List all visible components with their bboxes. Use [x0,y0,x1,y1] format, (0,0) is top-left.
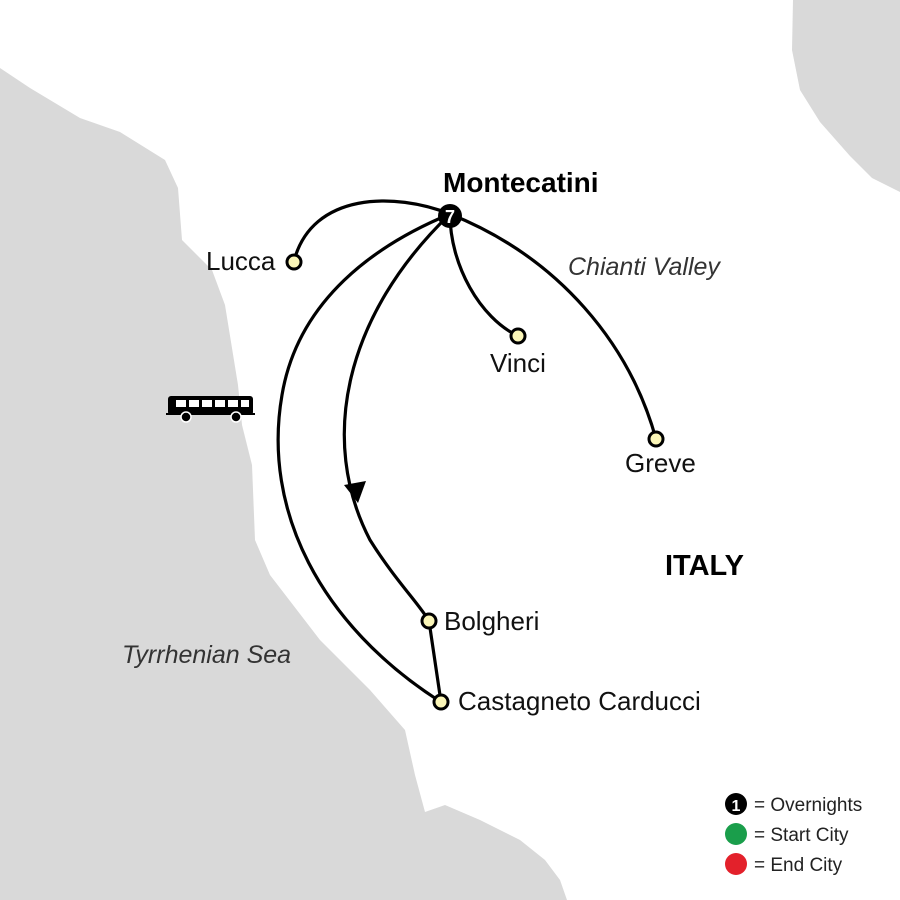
legend-badge-number: 1 [732,798,741,815]
sea-label: Tyrrhenian Sea [122,641,291,669]
overnight-count: 7 [445,207,455,227]
legend-start-city: = Start City [725,823,849,846]
route-montecatini-greve [448,212,658,441]
city-dot-castagneto [432,693,450,711]
city-dot-vinci [509,327,527,345]
route-lines [276,199,658,704]
tyrrhenian-sea-area [0,68,567,900]
legend-start-label: = Start City [754,825,849,846]
city-label-castagneto: Castagneto Carducci [458,686,701,716]
legend-overnights-label: = Overnights [754,795,862,816]
region-label-chianti: Chianti Valley [568,253,721,281]
legend-end-city: = End City [725,853,843,876]
city-label-greve: Greve [625,448,696,478]
route-castagneto-montecatini [276,212,452,704]
overnight-badge-montecatini: 7 [438,204,462,228]
country-label: ITALY [665,550,744,582]
route-direction-arrow [344,481,366,503]
legend-overnights: 1 = Overnights [725,793,862,816]
city-label-lucca: Lucca [206,246,276,276]
northeast-sea-area [792,0,900,192]
city-label-montecatini: Montecatini [443,167,599,198]
overnights-badge-icon [725,793,747,815]
route-montecatini-lucca [292,199,452,263]
city-label-bolgheri: Bolgheri [444,606,539,636]
city-dot-greve [647,430,665,448]
city-dot-bolgheri [420,612,438,630]
end-city-dot-icon [725,853,747,875]
route-bolgheri-castagneto [427,619,443,704]
city-label-vinci: Vinci [490,348,546,378]
map-legend: 1 = Overnights = Start City = End City [725,793,862,876]
start-city-dot-icon [725,823,747,845]
route-montecatini-vinci [448,212,520,338]
legend-end-label: = End City [754,855,843,876]
bus-icon [166,396,255,423]
city-dot-lucca [285,253,303,271]
